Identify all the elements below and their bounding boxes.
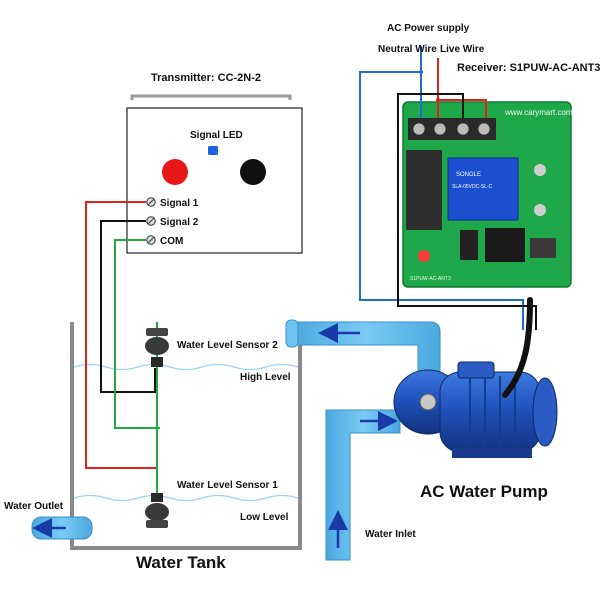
water-inlet-label: Water Inlet: [365, 529, 416, 540]
black-button: [240, 159, 266, 185]
high-level-water-line: [73, 363, 299, 371]
signal-led-icon: [208, 146, 218, 155]
sensor-2-label: Water Level Sensor 2: [177, 340, 278, 351]
red-signal-1-wire: [85, 201, 157, 469]
board-code-text: S1PUW-AC-ANT3: [410, 276, 451, 282]
com-label: COM: [160, 236, 183, 247]
screw-terminal-icon: [146, 197, 156, 207]
pump-power-cable: [502, 297, 533, 398]
relay-brand-text: SONGLE: [456, 172, 481, 178]
sensor-1-label: Water Level Sensor 1: [177, 480, 278, 491]
board-url-text: www.carymart.com: [504, 108, 573, 117]
low-level-label: Low Level: [240, 512, 289, 523]
ac-water-pump: [393, 361, 558, 458]
antenna-bar: [130, 94, 292, 100]
neutral-wire-label: Neutral Wire: [378, 44, 437, 55]
receiver-label: Receiver: S1PUW-AC-ANT3: [457, 62, 600, 74]
ac-water-pump-label: AC Water Pump: [420, 482, 548, 501]
relay-model-text: SLA-05VDC-SL-C: [452, 184, 493, 190]
screw-terminal-icon: [146, 216, 156, 226]
transmitter-label: Transmitter: CC-2N-2: [151, 72, 261, 84]
signal-1-label: Signal 1: [160, 198, 199, 209]
power-led-icon: [418, 250, 430, 262]
water-tank-label: Water Tank: [136, 553, 226, 572]
tank-wall: [70, 322, 302, 550]
water-level-sensor-1: [145, 493, 169, 528]
black-signal-2-wire: [100, 220, 156, 393]
red-button: [162, 159, 188, 185]
receiver-board: [402, 101, 572, 288]
transmitter-box: [126, 94, 303, 254]
live-wire-label: Live Wire: [440, 44, 485, 55]
pump-outlet-pipe: [285, 319, 441, 381]
ac-power-supply-label: AC Power supply: [387, 23, 470, 34]
water-tank: [70, 322, 302, 550]
black-load-wire: [397, 93, 537, 330]
water-outlet-pipe: [31, 516, 93, 540]
signal-2-label: Signal 2: [160, 217, 199, 228]
low-level-water-line: [73, 494, 299, 502]
screw-terminal-icon: [146, 235, 156, 245]
green-com-wire: [114, 239, 160, 429]
water-outlet-label: Water Outlet: [4, 501, 64, 512]
water-level-sensor-2: [145, 322, 169, 500]
high-level-label: High Level: [240, 372, 291, 383]
signal-led-label: Signal LED: [190, 130, 243, 141]
red-live-to-relay: [438, 99, 487, 118]
